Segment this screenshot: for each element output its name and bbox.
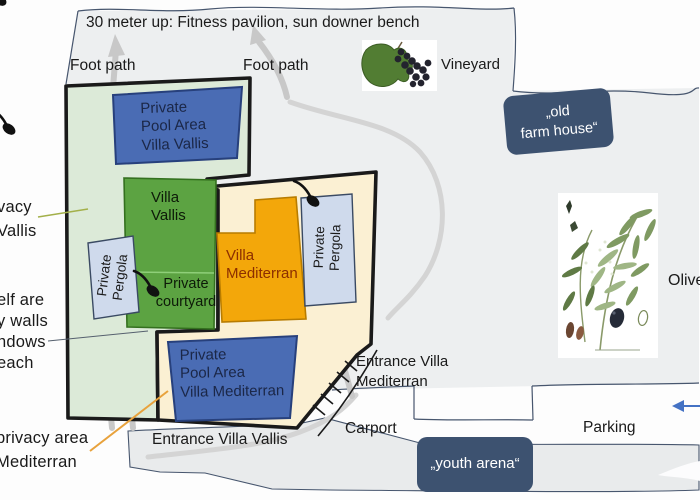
note-privacy-mediterran: privacy area Mediterran: [0, 429, 89, 471]
pergola-left-shape: [87, 235, 140, 320]
villa-mediterran-label: Villa Mediterran: [226, 247, 298, 283]
pool-area-vallis-shape: [111, 85, 244, 166]
foot-path-label-right: Foot path: [243, 57, 309, 74]
up-arrow: [256, 39, 290, 100]
driveway-curve: [145, 392, 359, 460]
old-farm-house-badge: „old farm house“: [502, 87, 615, 156]
key-icon: [0, 107, 19, 139]
pergola-right-shape: [300, 193, 357, 307]
road-white-wedge: [658, 461, 700, 481]
entrance-mediterran-label: Entrance Villa Mediterran: [356, 353, 449, 391]
olive-label: Olive: [668, 272, 700, 289]
foot-path-label-left: Foot path: [70, 57, 136, 74]
youth-arena-badge: „youth arena“: [417, 437, 533, 492]
note-walls-windows: elf are y walls ndows each: [0, 291, 48, 373]
pool-area-vallis-label: Private Pool Area Villa Vallis: [140, 98, 209, 154]
leader-line-gray: [47, 330, 149, 342]
terrain-borders: [65, 6, 700, 421]
courtyard-divider: [126, 271, 215, 274]
parking-label: Parking: [583, 419, 636, 436]
map-title-note: 30 meter up: Fitness pavilion, sun downe…: [86, 14, 420, 31]
entrance-vallis-label: Entrance Villa Vallis: [152, 431, 288, 448]
villa-vallis-label: Villa Vallis: [151, 189, 186, 225]
carport-label: Carport: [345, 420, 397, 437]
leader-line-orange: [89, 390, 169, 452]
private-courtyard-label: Private courtyard: [155, 276, 217, 310]
leader-line-green: [37, 208, 89, 218]
note-privacy-vallis: vacy Vallis: [0, 198, 37, 240]
pool-area-mediterran-shape: [166, 334, 299, 423]
hillside-path-curve: [287, 99, 445, 321]
pool-area-mediterran-label: Private Pool Area Villa Mediterran: [179, 346, 285, 401]
entrance-hatching: [312, 349, 378, 437]
left-arrow: [672, 400, 700, 412]
grapes-icon: [361, 40, 437, 91]
pergola-right-label: Private Pergola: [310, 224, 344, 272]
vineyard-label: Vineyard: [441, 56, 500, 73]
villa-mediterran-building: [216, 196, 307, 323]
olive-branch-illustration: [558, 193, 658, 358]
